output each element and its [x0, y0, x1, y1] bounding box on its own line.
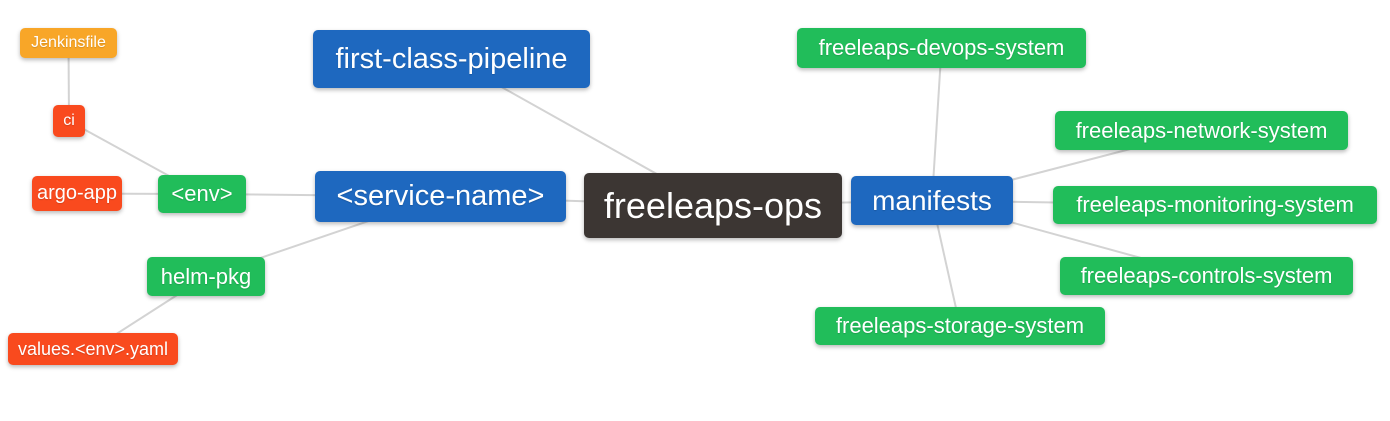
node-argo-app[interactable]: argo-app: [32, 176, 122, 211]
node-label: freeleaps-ops: [603, 184, 823, 226]
node-ci[interactable]: ci: [53, 105, 85, 137]
node-label: freeleaps-devops-system: [818, 35, 1065, 60]
node-label: freeleaps-controls-system: [1080, 263, 1333, 288]
node-label: helm-pkg: [160, 263, 252, 289]
node-label: <env>: [171, 181, 233, 206]
node-helm-pkg[interactable]: helm-pkg: [147, 257, 265, 296]
node-jenkinsfile[interactable]: Jenkinsfile: [20, 28, 117, 58]
node-controls-system[interactable]: freeleaps-controls-system: [1060, 257, 1353, 295]
node-devops-system[interactable]: freeleaps-devops-system: [797, 28, 1086, 68]
edge-manifests-devops-system: [931, 47, 943, 201]
node-label: manifests: [872, 184, 992, 216]
node-label: first-class-pipeline: [335, 42, 568, 75]
node-first-class-pipeline[interactable]: first-class-pipeline: [313, 30, 590, 88]
node-label: values.<env>.yaml: [17, 338, 169, 359]
node-monitoring-system[interactable]: freeleaps-monitoring-system: [1053, 186, 1377, 224]
node-label: ci: [63, 112, 75, 129]
node-env[interactable]: <env>: [158, 175, 246, 213]
node-label: freeleaps-network-system: [1075, 117, 1328, 143]
node-values-env-yaml[interactable]: values.<env>.yaml: [8, 333, 178, 365]
node-label: freeleaps-monitoring-system: [1076, 192, 1354, 217]
node-label: Jenkinsfile: [31, 34, 106, 51]
node-service-name[interactable]: <service-name>: [315, 171, 566, 222]
node-network-system[interactable]: freeleaps-network-system: [1055, 111, 1348, 150]
node-freeleaps-ops[interactable]: freeleaps-ops: [584, 173, 842, 238]
node-label: argo-app: [36, 182, 118, 204]
node-label: <service-name>: [336, 180, 545, 212]
node-label: freeleaps-storage-system: [835, 313, 1085, 338]
node-storage-system[interactable]: freeleaps-storage-system: [815, 307, 1105, 345]
node-manifests[interactable]: manifests: [851, 176, 1013, 225]
